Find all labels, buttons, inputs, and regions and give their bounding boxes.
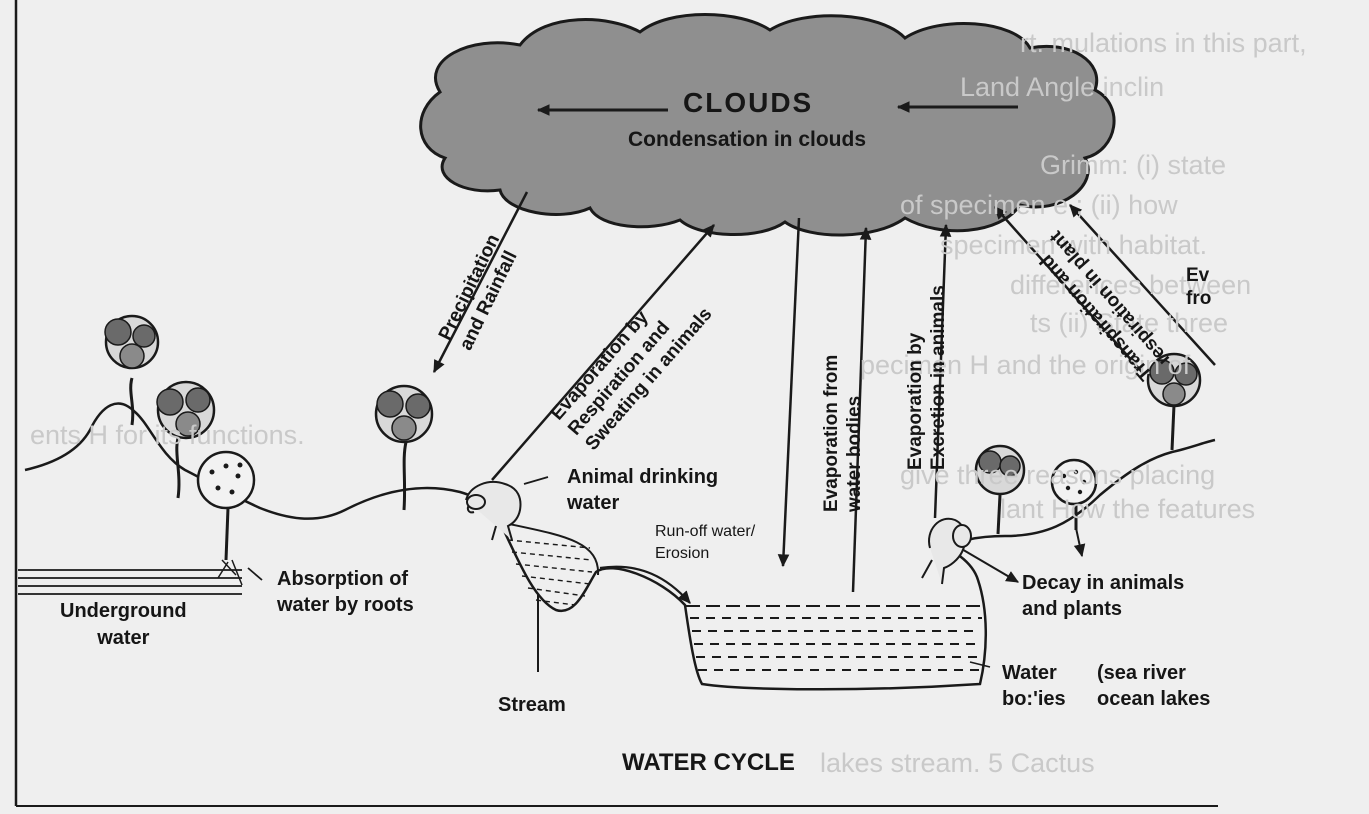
water-bodies-pointer bbox=[969, 661, 991, 668]
evap-right-line-1: Ev bbox=[1186, 265, 1210, 286]
animal-drinking-figure bbox=[465, 481, 522, 541]
evaporation-excretion-label: Evaporation by Excretion in animals bbox=[904, 285, 950, 470]
evap-excr-line-1: Evaporation by bbox=[905, 332, 926, 470]
bleed-line-12: lakes stream. 5 Cactus bbox=[820, 748, 1095, 778]
tree-left-high bbox=[104, 314, 160, 426]
respiration-evaporation-arrow bbox=[491, 224, 715, 481]
excretion-evaporation-arrow bbox=[933, 223, 952, 519]
stream-label: Stream bbox=[498, 694, 566, 716]
evap-right-line-2: fro bbox=[1186, 288, 1212, 309]
stream-basin-edge bbox=[499, 521, 600, 576]
tree-bush-left bbox=[196, 450, 256, 586]
runoff-line-1: Run-off water/ bbox=[655, 523, 756, 540]
evap-water-line-2: water bodies bbox=[844, 395, 865, 512]
bleed-line-4: of specimen e ; (ii) how bbox=[900, 190, 1178, 220]
animal-drinking-line-1: Animal drinking bbox=[567, 466, 719, 488]
decay-label: Decay in animals and plants bbox=[1022, 570, 1184, 622]
bleed-line-10: give three reasons placing bbox=[900, 460, 1216, 490]
cloud-shape bbox=[419, 13, 1116, 237]
evaporation-right-arrow bbox=[1069, 204, 1216, 366]
tree-left-mid bbox=[156, 380, 216, 499]
sea-line-2: ocean lakes bbox=[1097, 688, 1211, 710]
animal-drinking-line-2: water bbox=[567, 492, 620, 514]
absorption-label: Absorption of water by roots bbox=[277, 566, 414, 618]
underground-label: Underground water bbox=[60, 598, 187, 652]
water-body-dashes bbox=[686, 605, 982, 671]
bleed-line-3: Grimm: (i) state bbox=[1040, 150, 1226, 180]
bleed-line-7: ts (ii) State three bbox=[1030, 308, 1229, 338]
bleed-line-8: pecimen H and the origin of bbox=[860, 350, 1191, 380]
clouds-title: CLOUDS bbox=[683, 87, 814, 118]
water-bodies-line-2: bo:'ies bbox=[1002, 688, 1066, 710]
animal-pointer bbox=[523, 476, 549, 485]
underground-line-1: Underground bbox=[60, 600, 187, 622]
decay-line-1: Decay in animals bbox=[1022, 572, 1185, 594]
bleed-line-1: rt. mulations in this part, bbox=[1020, 28, 1307, 58]
absorption-line-1: Absorption of bbox=[277, 568, 409, 590]
bleed-line-11: lant How the features bbox=[1000, 494, 1256, 524]
absorption-line-2: water by roots bbox=[277, 594, 414, 616]
evaporation-water-bodies-arrow bbox=[851, 226, 872, 593]
rain-to-water-arrow bbox=[777, 217, 801, 568]
decay-arrow-plant bbox=[1073, 527, 1086, 558]
runoff-line-2: Erosion bbox=[655, 545, 710, 562]
runoff-arrow bbox=[599, 565, 691, 604]
clouds-subtitle: Condensation in clouds bbox=[628, 128, 867, 151]
water-bodies-label: Water bo:'ies bbox=[1002, 660, 1066, 712]
stream-water bbox=[507, 539, 593, 606]
transpiration-arrow bbox=[994, 206, 1143, 373]
water-bodies-line-1: Water bbox=[1002, 662, 1057, 684]
decay-line-2: and plants bbox=[1022, 598, 1123, 620]
underground-water-lines bbox=[18, 569, 242, 595]
animal-drinking-label: Animal drinking water bbox=[567, 464, 718, 516]
bleed-line-2: Land Angle inclin bbox=[960, 72, 1165, 102]
tree-right-high bbox=[1146, 352, 1202, 451]
runoff-label: Run-off water/ Erosion bbox=[655, 521, 755, 565]
underground-line-2: water bbox=[97, 627, 150, 649]
bleed-line-6: differences between bbox=[1010, 270, 1252, 300]
sea-line-1: (sea river bbox=[1097, 662, 1186, 684]
decay-arrow bbox=[959, 547, 1020, 583]
roots-pointer bbox=[247, 567, 263, 581]
precipitation-arrow bbox=[432, 191, 529, 374]
tree-bush-right bbox=[1050, 458, 1098, 530]
evaporation-right-label: Ev fro bbox=[1186, 264, 1211, 310]
animal-right-figure bbox=[921, 517, 972, 585]
sea-label: (sea river ocean lakes bbox=[1097, 660, 1210, 712]
tree-center bbox=[374, 384, 434, 511]
evap-excr-line-2: Excretion in animals bbox=[928, 285, 949, 470]
bleed-line-9: ents H for its functions. bbox=[30, 420, 305, 450]
diagram-caption: WATER CYCLE bbox=[622, 749, 795, 776]
evap-water-line-1: Evaporation from bbox=[821, 354, 842, 512]
bleed-line-5: specimen with habitat. bbox=[940, 230, 1208, 260]
tree-right-low bbox=[974, 444, 1026, 535]
evaporation-water-bodies-label: Evaporation from water bodies bbox=[820, 355, 866, 512]
